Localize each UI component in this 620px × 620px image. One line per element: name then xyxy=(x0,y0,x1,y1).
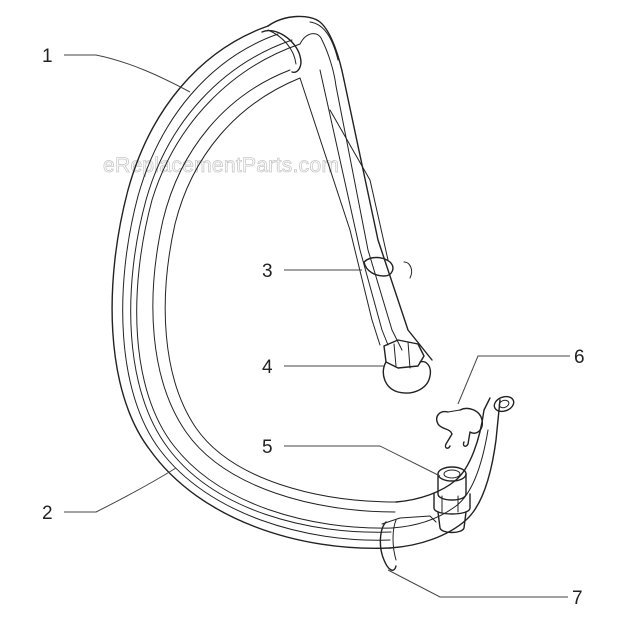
callout-7: 7 xyxy=(572,588,583,609)
callout-5: 5 xyxy=(262,437,273,458)
callout-6: 6 xyxy=(574,347,585,368)
callout-4: 4 xyxy=(262,357,273,378)
callout-1: 1 xyxy=(42,46,53,67)
watermark-text: eReplacementParts.com xyxy=(103,154,339,177)
leader-6 xyxy=(457,355,570,405)
leader-2 xyxy=(64,467,177,513)
callout-labels: 1 2 3 4 5 6 7 xyxy=(42,46,585,609)
callout-2: 2 xyxy=(42,503,53,524)
clip-part xyxy=(436,407,484,449)
leader-5 xyxy=(284,445,441,477)
leader-1 xyxy=(64,54,191,93)
callout-3: 3 xyxy=(262,261,273,282)
fitting-part xyxy=(433,466,471,534)
leader-lines xyxy=(64,54,570,598)
hose-assembly xyxy=(111,15,515,571)
leader-7 xyxy=(387,569,568,598)
